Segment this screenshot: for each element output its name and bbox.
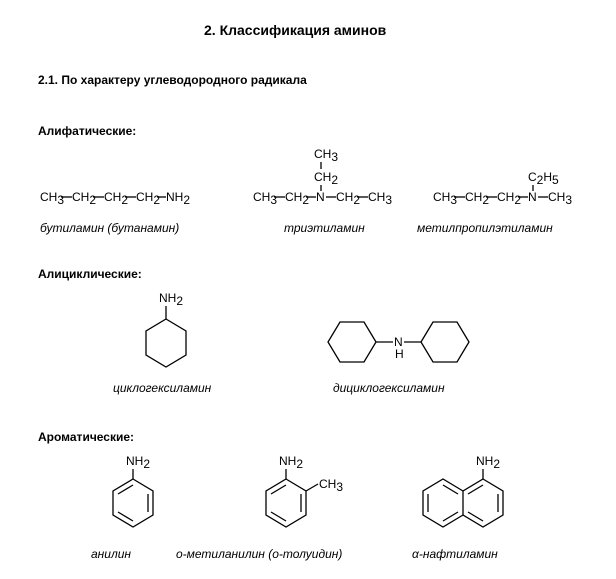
formula-dicyclohexylamine: N H <box>327 321 470 363</box>
benzene-ring <box>112 478 154 528</box>
svg-text:CH3: CH3 <box>253 190 277 207</box>
svg-text:N: N <box>528 190 537 204</box>
svg-text:CH3: CH3 <box>368 190 392 207</box>
caption-dicyclohexylamine: дициклогексиламин <box>333 381 445 395</box>
cyclohexane-ring <box>145 318 187 368</box>
svg-text:CH2: CH2 <box>136 190 160 207</box>
formula-cyclohexylamine: NH2 <box>145 291 187 368</box>
svg-text:CH2: CH2 <box>465 190 489 207</box>
heading-aliphatic: Алифатические: <box>38 124 137 138</box>
svg-text:CH3: CH3 <box>319 477 343 494</box>
naphthalene-ring-right <box>462 478 504 528</box>
svg-text:NH2: NH2 <box>126 454 150 471</box>
cyclohexane-ring-left <box>327 321 377 363</box>
benzene-ring <box>265 478 307 528</box>
section-subtitle: 2.1. По характеру углеводородного радика… <box>38 73 307 87</box>
formula-butylamine: CH3 CH2 CH2 CH2 NH2 <box>40 190 190 207</box>
formula-aniline: NH2 <box>112 454 154 528</box>
svg-text:CH3: CH3 <box>40 190 64 207</box>
svg-text:NH2: NH2 <box>159 291 183 308</box>
caption-butylamine: бутиламин (бутанамин) <box>40 221 180 235</box>
formula-o-toluidine: NH2 CH3 <box>265 454 343 528</box>
svg-text:C2H5: C2H5 <box>528 170 559 187</box>
svg-text:NH2: NH2 <box>166 190 190 207</box>
svg-text:CH2: CH2 <box>314 170 338 187</box>
svg-text:CH3: CH3 <box>548 190 572 207</box>
caption-naphthylamine: α-нафтиламин <box>412 547 498 561</box>
page-title: 2. Классификация аминов <box>204 22 387 38</box>
svg-text:CH2: CH2 <box>336 190 360 207</box>
caption-cyclohexylamine: циклогексиламин <box>113 381 212 395</box>
heading-aromatic: Ароматические: <box>38 430 135 444</box>
caption-aniline: анилин <box>91 547 131 561</box>
svg-text:CH2: CH2 <box>72 190 96 207</box>
caption-o-toluidine: о-метиланилин (о-толуидин) <box>176 547 343 561</box>
heading-alicyclic: Алициклические: <box>38 267 142 281</box>
svg-text:CH2: CH2 <box>285 190 309 207</box>
formula-methylpropylethylamine: C2H5 CH3 CH2 CH2 N CH3 <box>433 170 572 207</box>
naphthalene-ring-left <box>422 478 464 528</box>
formula-triethylamine: CH3 CH2 CH3 CH2 N CH2 CH3 <box>253 147 392 207</box>
svg-text:CH2: CH2 <box>104 190 128 207</box>
svg-text:H: H <box>395 347 404 361</box>
svg-text:CH3: CH3 <box>314 147 338 164</box>
caption-triethylamine: триэтиламин <box>284 221 365 235</box>
svg-text:N: N <box>316 190 325 204</box>
caption-methylpropylethylamine: метилпропилэтиламин <box>417 221 553 235</box>
svg-text:NH2: NH2 <box>476 454 500 471</box>
svg-text:CH2: CH2 <box>497 190 521 207</box>
formula-naphthylamine: NH2 <box>422 454 504 528</box>
cyclohexane-ring-right <box>420 321 470 363</box>
svg-text:N: N <box>394 335 403 349</box>
svg-text:CH3: CH3 <box>433 190 457 207</box>
svg-text:NH2: NH2 <box>279 454 303 471</box>
